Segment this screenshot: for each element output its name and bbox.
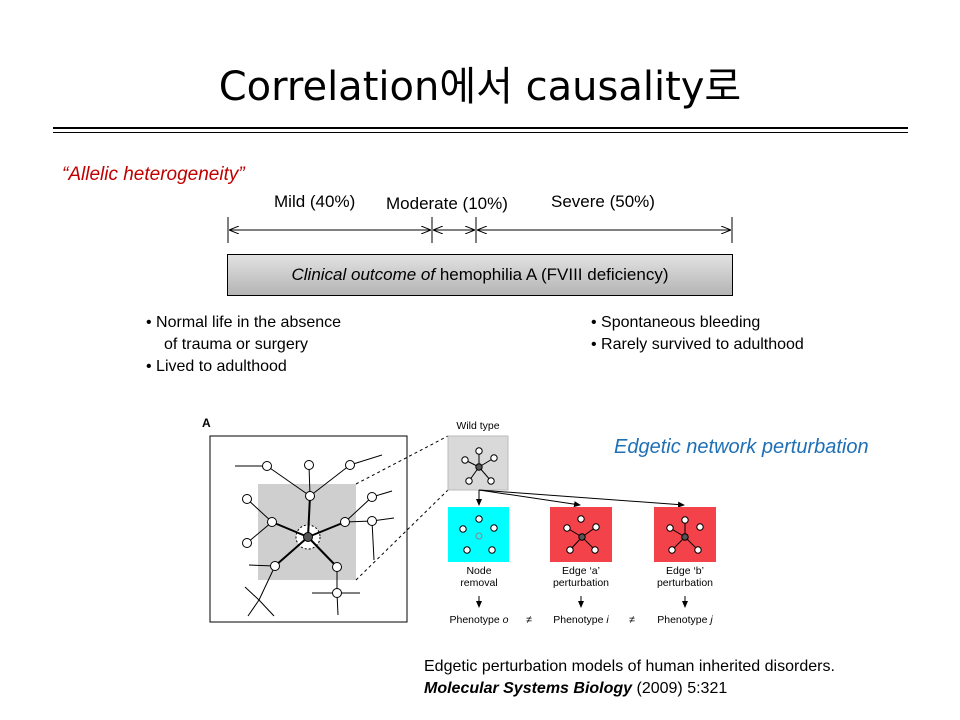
edge-a-label: Edge ‘a’ perturbation bbox=[540, 565, 622, 589]
clinical-outcome-box: Clinical outcome of hemophilia A (FVIII … bbox=[227, 254, 733, 296]
phenotype-i-prefix: Phenotype bbox=[553, 614, 607, 626]
phenotype-j: Phenotype j bbox=[646, 614, 724, 626]
citation-journal: Molecular Systems Biology bbox=[424, 680, 633, 697]
severity-mild-label: Mild (40%) bbox=[274, 192, 356, 211]
bullet-normal-life-cont: of trauma or surgery bbox=[164, 336, 309, 353]
outcome-italic-text: Clinical outcome of bbox=[291, 265, 436, 284]
phenotype-j-prefix: Phenotype bbox=[657, 614, 711, 626]
title-rule-bottom bbox=[53, 132, 908, 133]
phenotype-i-symbol: i bbox=[606, 614, 609, 626]
bullet-rarely-survived: • Rarely survived to adulthood bbox=[591, 336, 804, 353]
wild-type-label: Wild type bbox=[456, 420, 500, 432]
node-removal-label: Node removal bbox=[440, 565, 518, 589]
edgetic-network-title: Edgetic network perturbation bbox=[614, 436, 869, 458]
citation-source: Molecular Systems Biology (2009) 5:321 bbox=[424, 678, 835, 700]
allelic-heterogeneity-label: “Allelic heterogeneity” bbox=[62, 164, 245, 185]
citation-details: (2009) 5:321 bbox=[632, 680, 728, 697]
citation: Edgetic perturbation models of human inh… bbox=[424, 656, 835, 700]
title-rule-top bbox=[53, 127, 908, 129]
neq-symbol-1: ≠ bbox=[526, 614, 532, 626]
bullet-normal-life: • Normal life in the absence bbox=[146, 314, 342, 331]
figure-panel-label: A bbox=[202, 416, 211, 430]
right-bullet-list: • Spontaneous bleeding • Rarely survived… bbox=[591, 312, 804, 356]
edge-b-line1: Edge ‘b’ bbox=[666, 565, 704, 577]
edge-a-line2: perturbation bbox=[552, 577, 610, 589]
neq-symbol-2: ≠ bbox=[629, 614, 635, 626]
citation-title: Edgetic perturbation models of human inh… bbox=[424, 658, 835, 675]
slide-title: Correlation에서 causality로 bbox=[218, 64, 742, 110]
phenotype-o-symbol: o bbox=[502, 614, 509, 626]
phenotype-i: Phenotype i bbox=[542, 614, 620, 626]
severity-severe-label: Severe (50%) bbox=[551, 192, 655, 211]
phenotype-j-symbol: j bbox=[710, 614, 713, 626]
phenotype-o: Phenotype o bbox=[440, 614, 518, 626]
edge-b-line2: perturbation bbox=[656, 577, 714, 589]
phenotype-o-prefix: Phenotype bbox=[449, 614, 503, 626]
node-removal-line2: removal bbox=[460, 577, 498, 589]
node-removal-line1: Node bbox=[466, 565, 492, 577]
left-bullet-list: • Normal life in the absence of trauma o… bbox=[146, 312, 341, 378]
severity-moderate-label: Moderate (10%) bbox=[386, 194, 508, 213]
bullet-lived-adulthood: • Lived to adulthood bbox=[146, 358, 287, 375]
edge-b-label: Edge ‘b’ perturbation bbox=[644, 565, 726, 589]
outcome-normal-text: hemophilia A (FVIII deficiency) bbox=[435, 265, 669, 284]
bullet-spontaneous-bleeding: • Spontaneous bleeding bbox=[591, 314, 761, 331]
edge-a-line1: Edge ‘a’ bbox=[562, 565, 600, 577]
